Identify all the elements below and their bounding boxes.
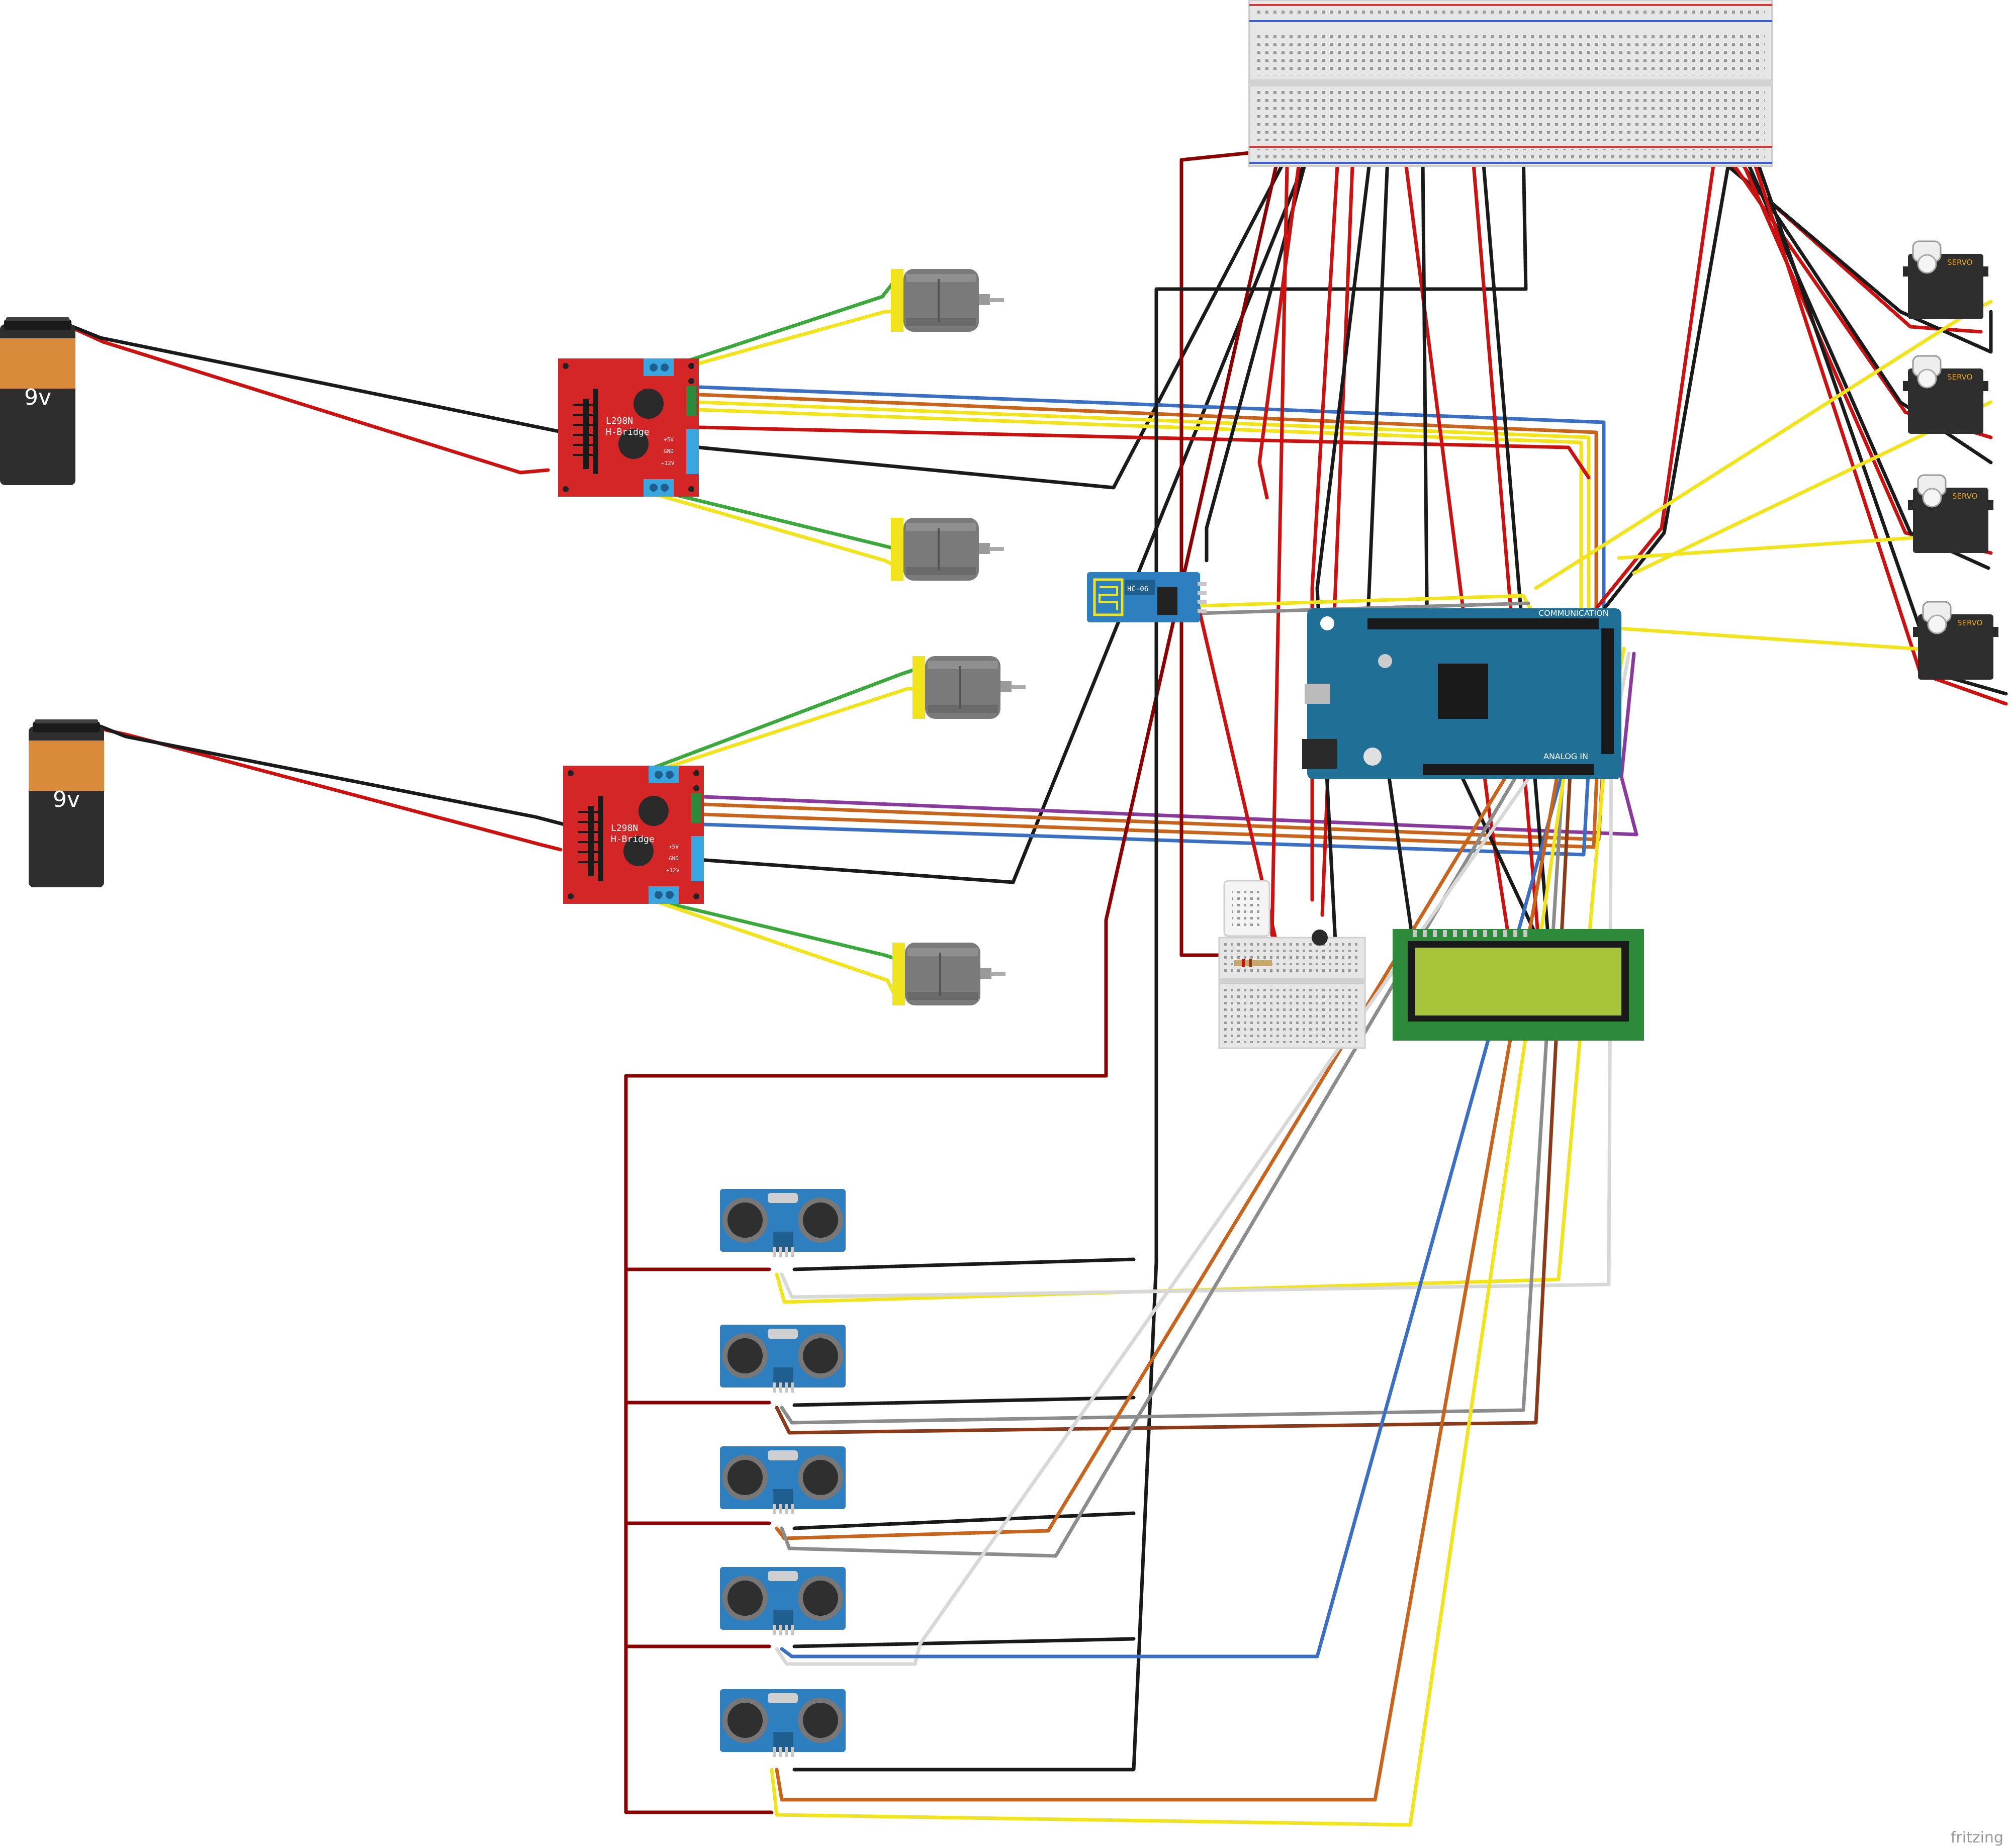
wire-sonar-black-1 bbox=[792, 1257, 1136, 1271]
arduino-analog-label: ANALOG IN bbox=[1543, 752, 1588, 761]
hbridge-1-pin-12v: +12V bbox=[661, 460, 675, 467]
arduino-communication-label: COMMUNICATION bbox=[1538, 608, 1609, 618]
hbridge-2-chip: L298N bbox=[611, 823, 638, 834]
ultrasonic-sensor-2 bbox=[720, 1325, 846, 1393]
wire-bus-red-4 bbox=[1310, 164, 1339, 902]
servo-2-label: SERVO bbox=[1947, 373, 1972, 382]
wire-motor2-yellow bbox=[657, 493, 897, 568]
main-breadboard bbox=[1248, 0, 1773, 167]
hbridge-2: L298N H-Bridge +5V GND +12V bbox=[563, 766, 704, 904]
wire-hb1-yellow1 bbox=[697, 400, 1591, 630]
wire-hb2-purple bbox=[702, 652, 1638, 837]
wire-sonar-black-3 bbox=[792, 1511, 1136, 1530]
wire-sonar3-gray bbox=[780, 652, 1591, 1558]
ultrasonic-sensor-4 bbox=[720, 1567, 846, 1635]
wire-servo1-black bbox=[1720, 159, 1993, 354]
fritzing-watermark: fritzing bbox=[1951, 1829, 2003, 1846]
servo-4-label: SERVO bbox=[1957, 618, 1982, 627]
ultrasonic-sensor-3 bbox=[720, 1446, 846, 1514]
dc-motor-1 bbox=[890, 268, 1005, 333]
wire-motor3-yellow bbox=[659, 687, 917, 771]
bluetooth-module: HC-06 bbox=[1087, 572, 1207, 622]
wire-hb1-blue bbox=[697, 385, 1606, 625]
battery-1: 9v bbox=[0, 317, 75, 485]
wire-motor4-green bbox=[652, 898, 894, 960]
ultrasonic-sensor-5 bbox=[720, 1689, 846, 1757]
wire-bus-red-7 bbox=[1471, 156, 1540, 942]
arduino-mega: COMMUNICATION ANALOG IN bbox=[1302, 608, 1621, 779]
wire-hb1-yellow2 bbox=[697, 408, 1583, 633]
wire-bus-red-8 bbox=[1270, 164, 1289, 937]
dht-sensor bbox=[1223, 880, 1270, 937]
wire-bus-black-3 bbox=[792, 149, 1528, 1772]
wire-bus-black-7 bbox=[1481, 156, 1550, 942]
battery-2-label: 9v bbox=[53, 787, 80, 812]
wire-sonar4-white bbox=[775, 652, 1618, 1666]
dc-motor-4 bbox=[891, 942, 1007, 1006]
battery-1-label: 9v bbox=[24, 385, 51, 410]
servo-2: SERVO bbox=[1902, 355, 1989, 435]
hbridge-2-pin-12v: +12V bbox=[666, 867, 680, 874]
servo-3-label: SERVO bbox=[1952, 492, 1977, 501]
hbridge-2-pin-5v: +5V bbox=[669, 844, 679, 850]
wire-sonar4-blue bbox=[780, 712, 1581, 1658]
wire-hb1-orange bbox=[697, 393, 1598, 628]
hbridge-1-name: H-Bridge bbox=[606, 427, 650, 437]
mini-breadboard bbox=[1218, 930, 1366, 1049]
ultrasonic-sensor-1 bbox=[720, 1189, 846, 1257]
wire-servo2-black bbox=[1735, 154, 1993, 465]
wire-bus-red-2 bbox=[624, 149, 1282, 1814]
wire-sonar3-orange bbox=[775, 646, 1586, 1540]
wire-bus-black-4 bbox=[1315, 156, 1372, 982]
wire-motor1-green bbox=[652, 272, 902, 374]
servo-1: SERVO bbox=[1902, 240, 1989, 320]
wire-motor2-green bbox=[654, 488, 894, 550]
wire-sonar5-yellow bbox=[770, 742, 1571, 1827]
wire-sonar5-orange bbox=[775, 752, 1563, 1802]
dc-motor-2 bbox=[890, 517, 1005, 582]
hbridge-2-name: H-Bridge bbox=[611, 834, 655, 845]
wire-motor3-green bbox=[654, 667, 920, 769]
hbridge-2-pin-gnd: GND bbox=[669, 855, 679, 862]
wire-sonar-black-2 bbox=[792, 1396, 1136, 1407]
wire-hb1-red bbox=[697, 425, 1591, 480]
wire-servo-red-trunk bbox=[1562, 156, 1716, 651]
wire-sonar2-gray bbox=[780, 762, 1566, 1425]
battery-2: 9v bbox=[29, 719, 104, 887]
hbridge-1: L298N H-Bridge +5V GND +12V bbox=[558, 358, 699, 497]
wire-bus-black-2 bbox=[1205, 154, 1309, 563]
wire-battery2-red bbox=[104, 728, 563, 852]
wire-bus-black-6 bbox=[1421, 156, 1540, 942]
servo-4: SERVO bbox=[1912, 601, 1999, 681]
lcd-display bbox=[1393, 929, 1644, 1041]
servo-3: SERVO bbox=[1907, 474, 1994, 554]
wire-battery1-red bbox=[73, 327, 550, 475]
hbridge-1-pin-5v: +5V bbox=[664, 436, 674, 443]
dc-motor-3 bbox=[911, 655, 1027, 720]
servo-1-label: SERVO bbox=[1947, 258, 1972, 267]
wire-sonar-black-4 bbox=[792, 1637, 1136, 1648]
bluetooth-label: HC-06 bbox=[1127, 585, 1148, 593]
hbridge-1-chip: L298N bbox=[606, 416, 633, 426]
wire-sonar-red-trunk bbox=[624, 1267, 771, 1648]
hbridge-1-pin-gnd: GND bbox=[664, 448, 674, 454]
